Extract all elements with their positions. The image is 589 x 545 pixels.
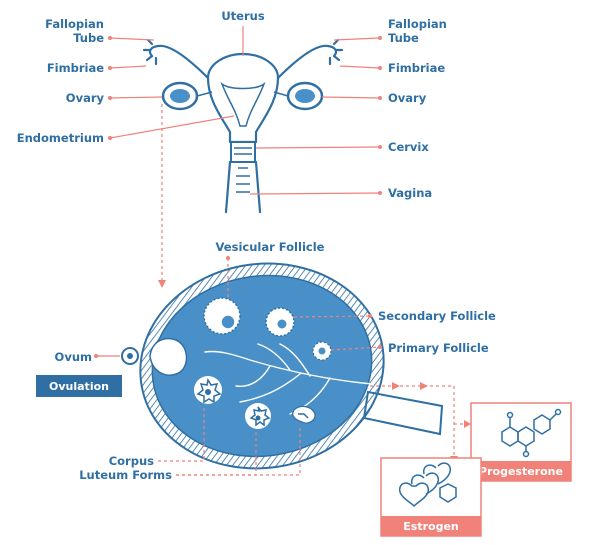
flow-arrowhead: [420, 382, 428, 390]
estrogen-badge: [381, 516, 481, 536]
blood-vessels: [204, 343, 373, 415]
fallopian-tube-left-shape: [148, 44, 210, 80]
secondary-follicle-oocyte: [276, 318, 288, 330]
uterine-cavity-shape: [220, 81, 266, 127]
pointer-dot: [378, 96, 382, 100]
ovary-left-core: [170, 89, 190, 103]
corpus-luteum-stage2-shape: [249, 406, 271, 427]
uterus-body-shape: [206, 52, 280, 144]
secondary-follicle-label: Secondary Follicle: [378, 309, 496, 323]
ovum-nucleus: [127, 353, 133, 359]
ovary-right-label: Ovary: [388, 91, 427, 105]
fimbriae-left-pointer: [109, 65, 147, 69]
fallopian-tube-right-label-line2: Tube: [388, 31, 419, 45]
ruptured-follicle-shape: [149, 337, 188, 376]
progesterone-molecule-icon: [501, 408, 562, 458]
estrogen-label: Estrogen: [403, 520, 458, 533]
ovary-right-pointer: [321, 96, 381, 99]
hormone-flow: Progesterone Estrogen: [370, 382, 572, 537]
corpus-luteum-label-line2: Luteum Forms: [79, 468, 172, 482]
anatomy-labels: Uterus Fallopian Tube Fallopian Tube Fim…: [17, 9, 447, 200]
vagina-folds: [236, 167, 250, 193]
pointer-dot: [378, 191, 382, 195]
pointer-dot: [378, 36, 382, 40]
vesicular-follicle-label: Vesicular Follicle: [216, 240, 325, 254]
fallopian-tube-right-label-line1: Fallopian: [388, 17, 447, 31]
cervix-shape: [230, 141, 256, 163]
flow-arrowhead: [464, 420, 471, 428]
corpus-luteum-stage2-core: [255, 415, 261, 421]
vagina-pointer: [249, 192, 381, 195]
corpus-luteum-stage1-core: [205, 389, 211, 395]
corpus-albicans-detail: [298, 413, 309, 419]
primary-follicle-oocyte: [318, 347, 326, 355]
vagina-label: Vagina: [388, 186, 432, 200]
hormone-flow-connector: [370, 385, 455, 462]
corpus-luteum-label-line1: Corpus: [109, 454, 154, 468]
fimbriae-left-label: Fimbriae: [47, 61, 104, 75]
primary-follicle-pointer: [330, 346, 381, 351]
flow-arrowhead: [392, 382, 400, 390]
endometrium-pointer: [109, 115, 235, 139]
pointer-dot: [368, 314, 372, 318]
fimbriae-left-shape: [142, 38, 158, 66]
estrogen-molecule-icon: [398, 462, 457, 508]
cervix-folds: [234, 147, 252, 155]
connector-arrowhead: [158, 280, 166, 288]
pointer-dot: [378, 345, 382, 349]
corpus-luteum-pointer-3: [176, 426, 301, 476]
primary-follicle-label: Primary Follicle: [388, 341, 489, 355]
ovulation-label: Ovulation: [49, 380, 109, 393]
detail-labels: Vesicular Follicle Secondary Follicle Pr…: [36, 240, 496, 482]
ovary-right-core: [295, 89, 315, 103]
fallopian-tube-right-pointer: [333, 37, 381, 41]
vagina-shape: [224, 160, 262, 214]
vesicular-follicle-shape: [203, 297, 241, 335]
cervix-pointer: [255, 146, 381, 149]
endometrium-label: Endometrium: [17, 131, 104, 145]
fallopian-tube-left-label-line1: Fallopian: [45, 17, 104, 31]
secondary-follicle-pointer: [293, 315, 371, 318]
vesicular-follicle-oocyte: [220, 314, 236, 330]
pointer-dot: [94, 354, 98, 358]
ovary-left-label: Ovary: [66, 91, 105, 105]
pointer-dot: [108, 36, 112, 40]
pointer-dot: [108, 136, 112, 140]
uterus-label: Uterus: [221, 9, 264, 23]
cervix-label: Cervix: [388, 140, 429, 154]
fimbriae-right-pointer: [339, 65, 381, 69]
ovulation-badge: [36, 375, 122, 397]
pointer-dot: [378, 145, 382, 149]
progesterone-label: Progesterone: [479, 465, 563, 478]
fallopian-tube-left-pointer: [109, 37, 155, 41]
uterus-illustration: [142, 38, 344, 214]
fallopian-tube-right-shape: [276, 44, 338, 80]
pointer-dot: [108, 96, 112, 100]
pointer-dot: [108, 66, 112, 70]
ovary-cross-section: [121, 262, 444, 470]
pointer-dot: [378, 66, 382, 70]
ovary-left-pointer: [109, 96, 163, 99]
fimbriae-right-shape: [328, 38, 344, 66]
ovum-label: Ovum: [55, 350, 92, 364]
fimbriae-right-label: Fimbriae: [388, 61, 445, 75]
fallopian-tube-left-label-line2: Tube: [73, 31, 104, 45]
pointer-dot: [226, 256, 230, 260]
progesterone-badge: [471, 461, 571, 481]
